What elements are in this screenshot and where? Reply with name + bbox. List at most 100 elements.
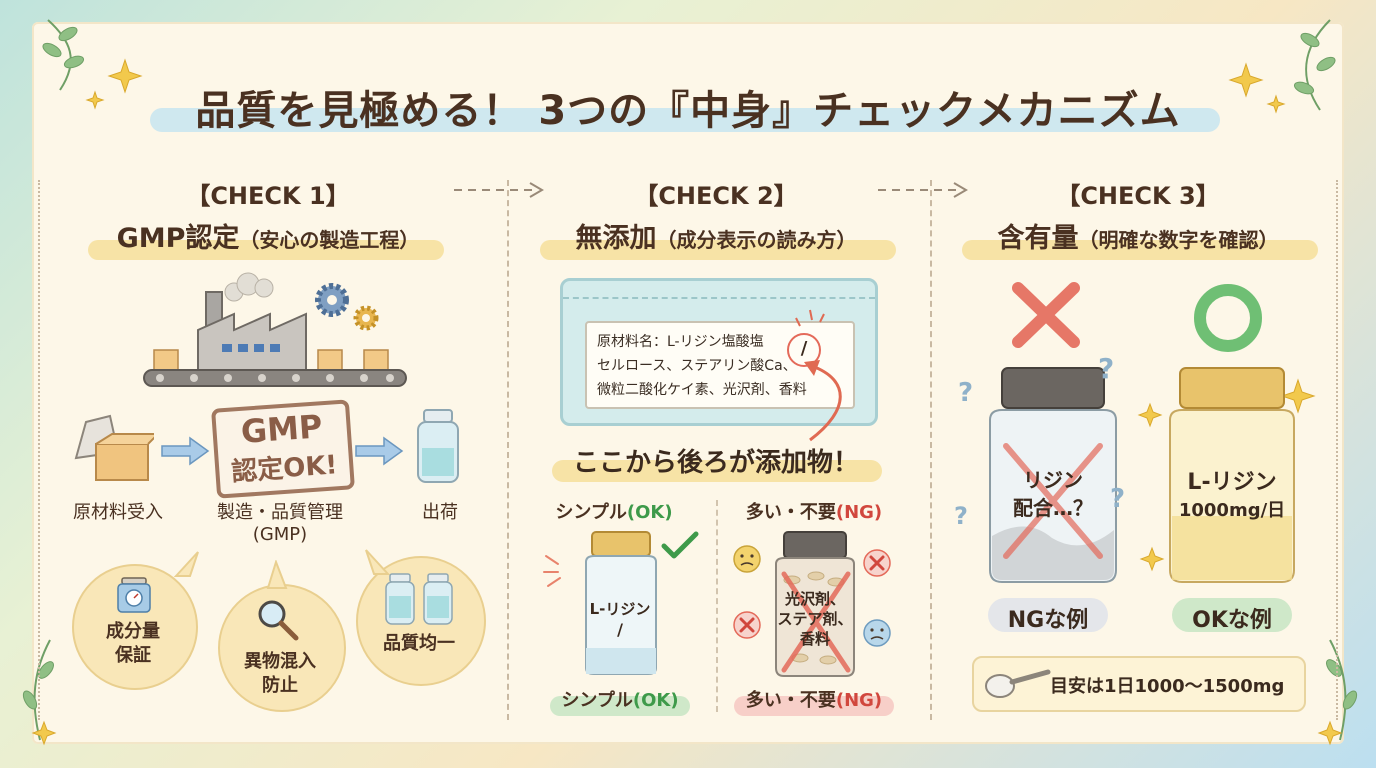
ng-highlight <box>734 696 894 716</box>
ok-example-label: OKな例 <box>1192 608 1272 633</box>
simple-bottle-line1: L-リジン <box>589 600 651 618</box>
bubble-tail <box>266 560 288 589</box>
check3-subtitle-highlight <box>962 240 1318 260</box>
ok-example-pill <box>1172 598 1292 632</box>
sparkle-icon <box>85 90 105 110</box>
worried-face-icon <box>733 545 761 573</box>
step-gmp: (GMP) <box>252 524 308 545</box>
leaf-sprig-icon <box>42 19 85 91</box>
check1-label: 【CHECK 1】 <box>186 182 350 210</box>
ingredient-line: 原材料名：L-リジン塩酸塩 <box>597 334 764 350</box>
bubble-line: 成分量 <box>106 621 160 642</box>
leaf-sprig-icon <box>1293 19 1336 111</box>
dosage-guide-text: 目安は1日1000〜1500mg <box>1050 676 1285 697</box>
question-icon: ? <box>1110 484 1126 514</box>
callout-highlight <box>552 460 882 482</box>
stamp-line2: 認定OK! <box>230 450 339 488</box>
ok-bottle-line2: 1000mg/日 <box>1178 500 1286 521</box>
check2-label: 【CHECK 2】 <box>634 182 798 210</box>
arrow-right-icon <box>355 436 404 466</box>
check2-subtitle: 無添加（成分表示の読み方） <box>576 216 857 255</box>
magnifier-icon <box>258 600 299 641</box>
shine-icon <box>543 555 561 587</box>
simple-bottle <box>585 531 657 675</box>
ng-bottle-line: 光沢剤、 <box>784 590 846 608</box>
bubble-tail <box>173 551 199 577</box>
cross-circle-icon <box>863 549 891 577</box>
title-highlight <box>150 108 1220 132</box>
many-label: 多い・不要 <box>745 502 836 523</box>
ng-example-pill <box>988 598 1108 632</box>
sparkle-icon <box>1266 94 1286 114</box>
ok-content-bottle <box>1169 367 1295 583</box>
many-label: 多い・不要 <box>745 690 836 711</box>
ng-bottle <box>775 531 855 677</box>
column-divider <box>507 180 509 720</box>
question-icon: ? <box>954 502 968 530</box>
ng-example-label: NGな例 <box>1007 608 1089 633</box>
gmp-stamp: GMP 認定OK! <box>211 399 355 499</box>
simple-bottle-line2: / <box>617 620 623 639</box>
factory-icon <box>197 291 307 373</box>
check1-subtitle-note: （安心の製造工程） <box>239 228 420 252</box>
many-ng-top: 多い・不要(NG) <box>746 498 882 524</box>
ingredient-line: 微粒二酸化ケイ素、光沢剤、香料 <box>597 382 807 398</box>
check3-subtitle-main: 含有量 <box>997 223 1079 254</box>
sparkle-icon <box>1139 546 1165 572</box>
step-manufacturing: 製造・品質管理 <box>217 502 343 523</box>
bubble-text: 異物混入 防止 <box>218 650 342 698</box>
check2-subtitle-note: （成分表示の読み方） <box>656 228 857 252</box>
sparkle-icon <box>1317 720 1343 746</box>
ok-tag: (OK) <box>632 690 679 711</box>
bottle-icon <box>417 409 459 483</box>
check1-subtitle: GMP認定（安心の製造工程） <box>117 216 420 255</box>
callout-arrow-icon <box>795 309 842 442</box>
check2-subtitle-highlight <box>540 240 896 260</box>
sparkle-icon <box>1280 378 1316 414</box>
check3-subtitle: 含有量（明確な数字を確認） <box>998 216 1279 255</box>
sad-face-icon <box>863 619 891 647</box>
bubble-line: 異物混入 <box>244 651 316 672</box>
question-icon: ? <box>958 378 974 408</box>
dosage-guide <box>972 656 1306 712</box>
package-seal <box>563 281 875 299</box>
conveyor-belt-icon <box>143 369 407 387</box>
dashed-arrow-icon <box>878 182 968 198</box>
scoop-icon <box>985 669 1051 698</box>
dashed-arrow-icon <box>454 182 544 198</box>
cross-icon <box>1012 282 1080 348</box>
factory-illustration <box>143 272 407 387</box>
additive-callout: ここから後ろが添加物！ <box>572 448 860 478</box>
benefit-bubble <box>356 556 486 686</box>
simple-ok-top: シンプル(OK) <box>555 498 672 524</box>
slash-marker: / <box>787 333 821 367</box>
bottles-icon <box>385 573 453 625</box>
sparkle-icon <box>31 720 57 746</box>
many-ng-bottom: 多い・不要(NG) <box>746 686 882 712</box>
sub-divider <box>716 500 718 712</box>
supplement-package: 原材料名：L-リジン塩酸塩 セルロース、ステアリン酸Ca、 微粒二酸化ケイ素、光… <box>560 278 878 426</box>
cross-circle-icon <box>733 611 761 639</box>
ng-tag: (NG) <box>835 690 883 711</box>
sparkle-icon <box>1137 402 1163 428</box>
raw-materials-icon <box>74 414 154 481</box>
scale-icon <box>117 577 151 613</box>
simple-label: シンプル <box>555 502 627 523</box>
check3-subtitle-note: （明確な数字を確認） <box>1078 228 1279 252</box>
ng-tag: (NG) <box>835 502 883 523</box>
ng-bottle-line2: 配合…？ <box>1013 496 1093 520</box>
check1-subtitle-main: GMP認定 <box>116 223 240 254</box>
question-icon: ? <box>1098 352 1115 385</box>
column-divider <box>930 180 932 720</box>
check2-subtitle-main: 無添加 <box>575 223 657 254</box>
gear-icon <box>315 283 349 317</box>
simple-label: シンプル <box>561 690 633 711</box>
simple-ok-bottom: シンプル(OK) <box>561 686 678 712</box>
ok-bottle-line1: L-リジン <box>1187 470 1277 495</box>
box-icon <box>153 349 389 371</box>
ok-highlight <box>550 696 690 716</box>
checkmark-icon <box>661 531 699 559</box>
step-shipping: 出荷 <box>422 502 458 523</box>
right-border-dots <box>1336 180 1338 720</box>
